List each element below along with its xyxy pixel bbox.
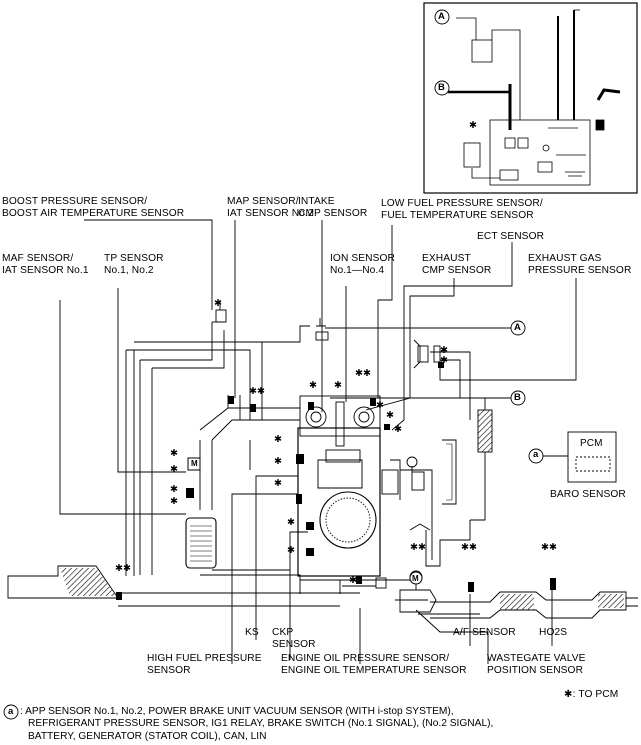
intake-cam (305, 406, 327, 428)
intercooler (185, 517, 217, 569)
timing-gear (319, 491, 377, 549)
label-oil: ENGINE OIL PRESSURE SENSOR/ENGINE OIL TE… (281, 653, 467, 676)
label-maf: MAF SENSOR/IAT SENSOR No.1 (2, 253, 89, 276)
sensor-marker (370, 398, 376, 406)
pcm-callout-letter: a (533, 449, 539, 460)
throttle-motor-box (187, 457, 201, 471)
sensor-marker (356, 576, 362, 584)
star-marker: ✱✱ (410, 542, 426, 553)
exhaust-filter (477, 409, 493, 453)
sensor-marker (550, 578, 556, 590)
label-ect: ECT SENSOR (477, 231, 545, 242)
callout-a-letter: A (514, 322, 521, 333)
sensor-marker (116, 592, 122, 600)
label-pcm: PCM (580, 438, 603, 449)
star-marker: ✱ (394, 424, 402, 435)
leader-exhaust-gas (439, 278, 577, 381)
motor-symbol: M (191, 459, 198, 468)
leader-low-fuel (377, 225, 393, 398)
star-marker: ✱ (334, 380, 342, 391)
star-marker: ✱ (274, 434, 282, 445)
star-marker: ✱✱ (355, 368, 371, 379)
star-marker: ✱ (170, 496, 178, 507)
inset-callout-a (434, 9, 450, 25)
callout-b-letter: B (514, 392, 521, 403)
leader-maf (59, 300, 186, 515)
star-marker: ✱✱ (461, 542, 477, 553)
sensor-marker (228, 396, 234, 404)
footnote-callout-circle (3, 704, 19, 720)
footnote-callout-letter: a (8, 706, 14, 717)
inset-box (423, 2, 638, 194)
leader-tp (117, 288, 186, 473)
star-marker: ✱ (214, 298, 222, 309)
sensor-marker (250, 404, 256, 412)
star-marker: ✱ (274, 478, 282, 489)
star-marker: ✱ (170, 464, 178, 475)
sensor-marker (306, 548, 314, 556)
star-marker: ✱ (170, 448, 178, 459)
leader-ect (391, 242, 513, 431)
sensor-marker (186, 488, 194, 498)
star-marker: ✱ (287, 517, 295, 528)
exhaust-cam (353, 406, 375, 428)
star-marker: ✱ (274, 456, 282, 467)
pcm-box (567, 431, 617, 483)
sensor-marker (468, 582, 474, 592)
sensor-marker (296, 454, 304, 464)
label-boost-sensor: BOOST PRESSURE SENSOR/BOOST AIR TEMPERAT… (2, 196, 185, 219)
label-af: A/F SENSOR (453, 627, 516, 638)
inset-callout-b-letter: B (438, 82, 445, 93)
leader-high-fuel (231, 493, 298, 664)
star-marker: ✱✱ (115, 563, 131, 574)
star-marker: ✱ (386, 410, 394, 421)
footnote-text: : APP SENSOR No.1, No.2, POWER BRAKE UNI… (20, 706, 494, 742)
star-marker: ✱ (440, 355, 448, 366)
leader-ckp (289, 531, 308, 660)
star-marker: ✱ (287, 545, 295, 556)
star-marker: ✱ (309, 380, 317, 391)
star-marker: ✱ (349, 575, 357, 586)
label-ks: KS (245, 627, 259, 638)
leader-exhaust-cmp (365, 278, 455, 411)
leader-ks (255, 475, 298, 640)
star-marker: ✱ (376, 400, 384, 411)
label-map-sensor: MAP SENSOR/IAT SENSOR No.2 (227, 196, 314, 219)
label-low-fuel: LOW FUEL PRESSURE SENSOR/FUEL TEMPERATUR… (381, 198, 543, 221)
sensor-marker (296, 494, 302, 504)
star-marker: ✱ (440, 345, 448, 356)
star-marker: ✱✱ (249, 386, 265, 397)
sensor-marker (308, 402, 314, 410)
motor-symbol: M (412, 574, 419, 583)
star-marker: ✱ (170, 484, 178, 495)
wastegate-motor (409, 571, 423, 585)
label-to-pcm: ✱: TO PCM (564, 689, 619, 700)
label-ho2s: HO2S (539, 627, 568, 638)
leader-boost (84, 219, 213, 310)
inset-fuel-tank (448, 9, 621, 186)
leader-wastegate (415, 609, 489, 664)
sensor-marker (306, 522, 314, 530)
sensor-marker (384, 424, 390, 430)
inset-callout-a-letter: A (438, 11, 445, 22)
intake-duct (7, 565, 119, 599)
inset-callout-b (434, 80, 450, 96)
star-marker: ✱✱ (541, 542, 557, 553)
label-baro: BARO SENSOR (550, 489, 626, 500)
sensor-marker (438, 362, 444, 368)
star-marker: ✱ (469, 120, 477, 131)
